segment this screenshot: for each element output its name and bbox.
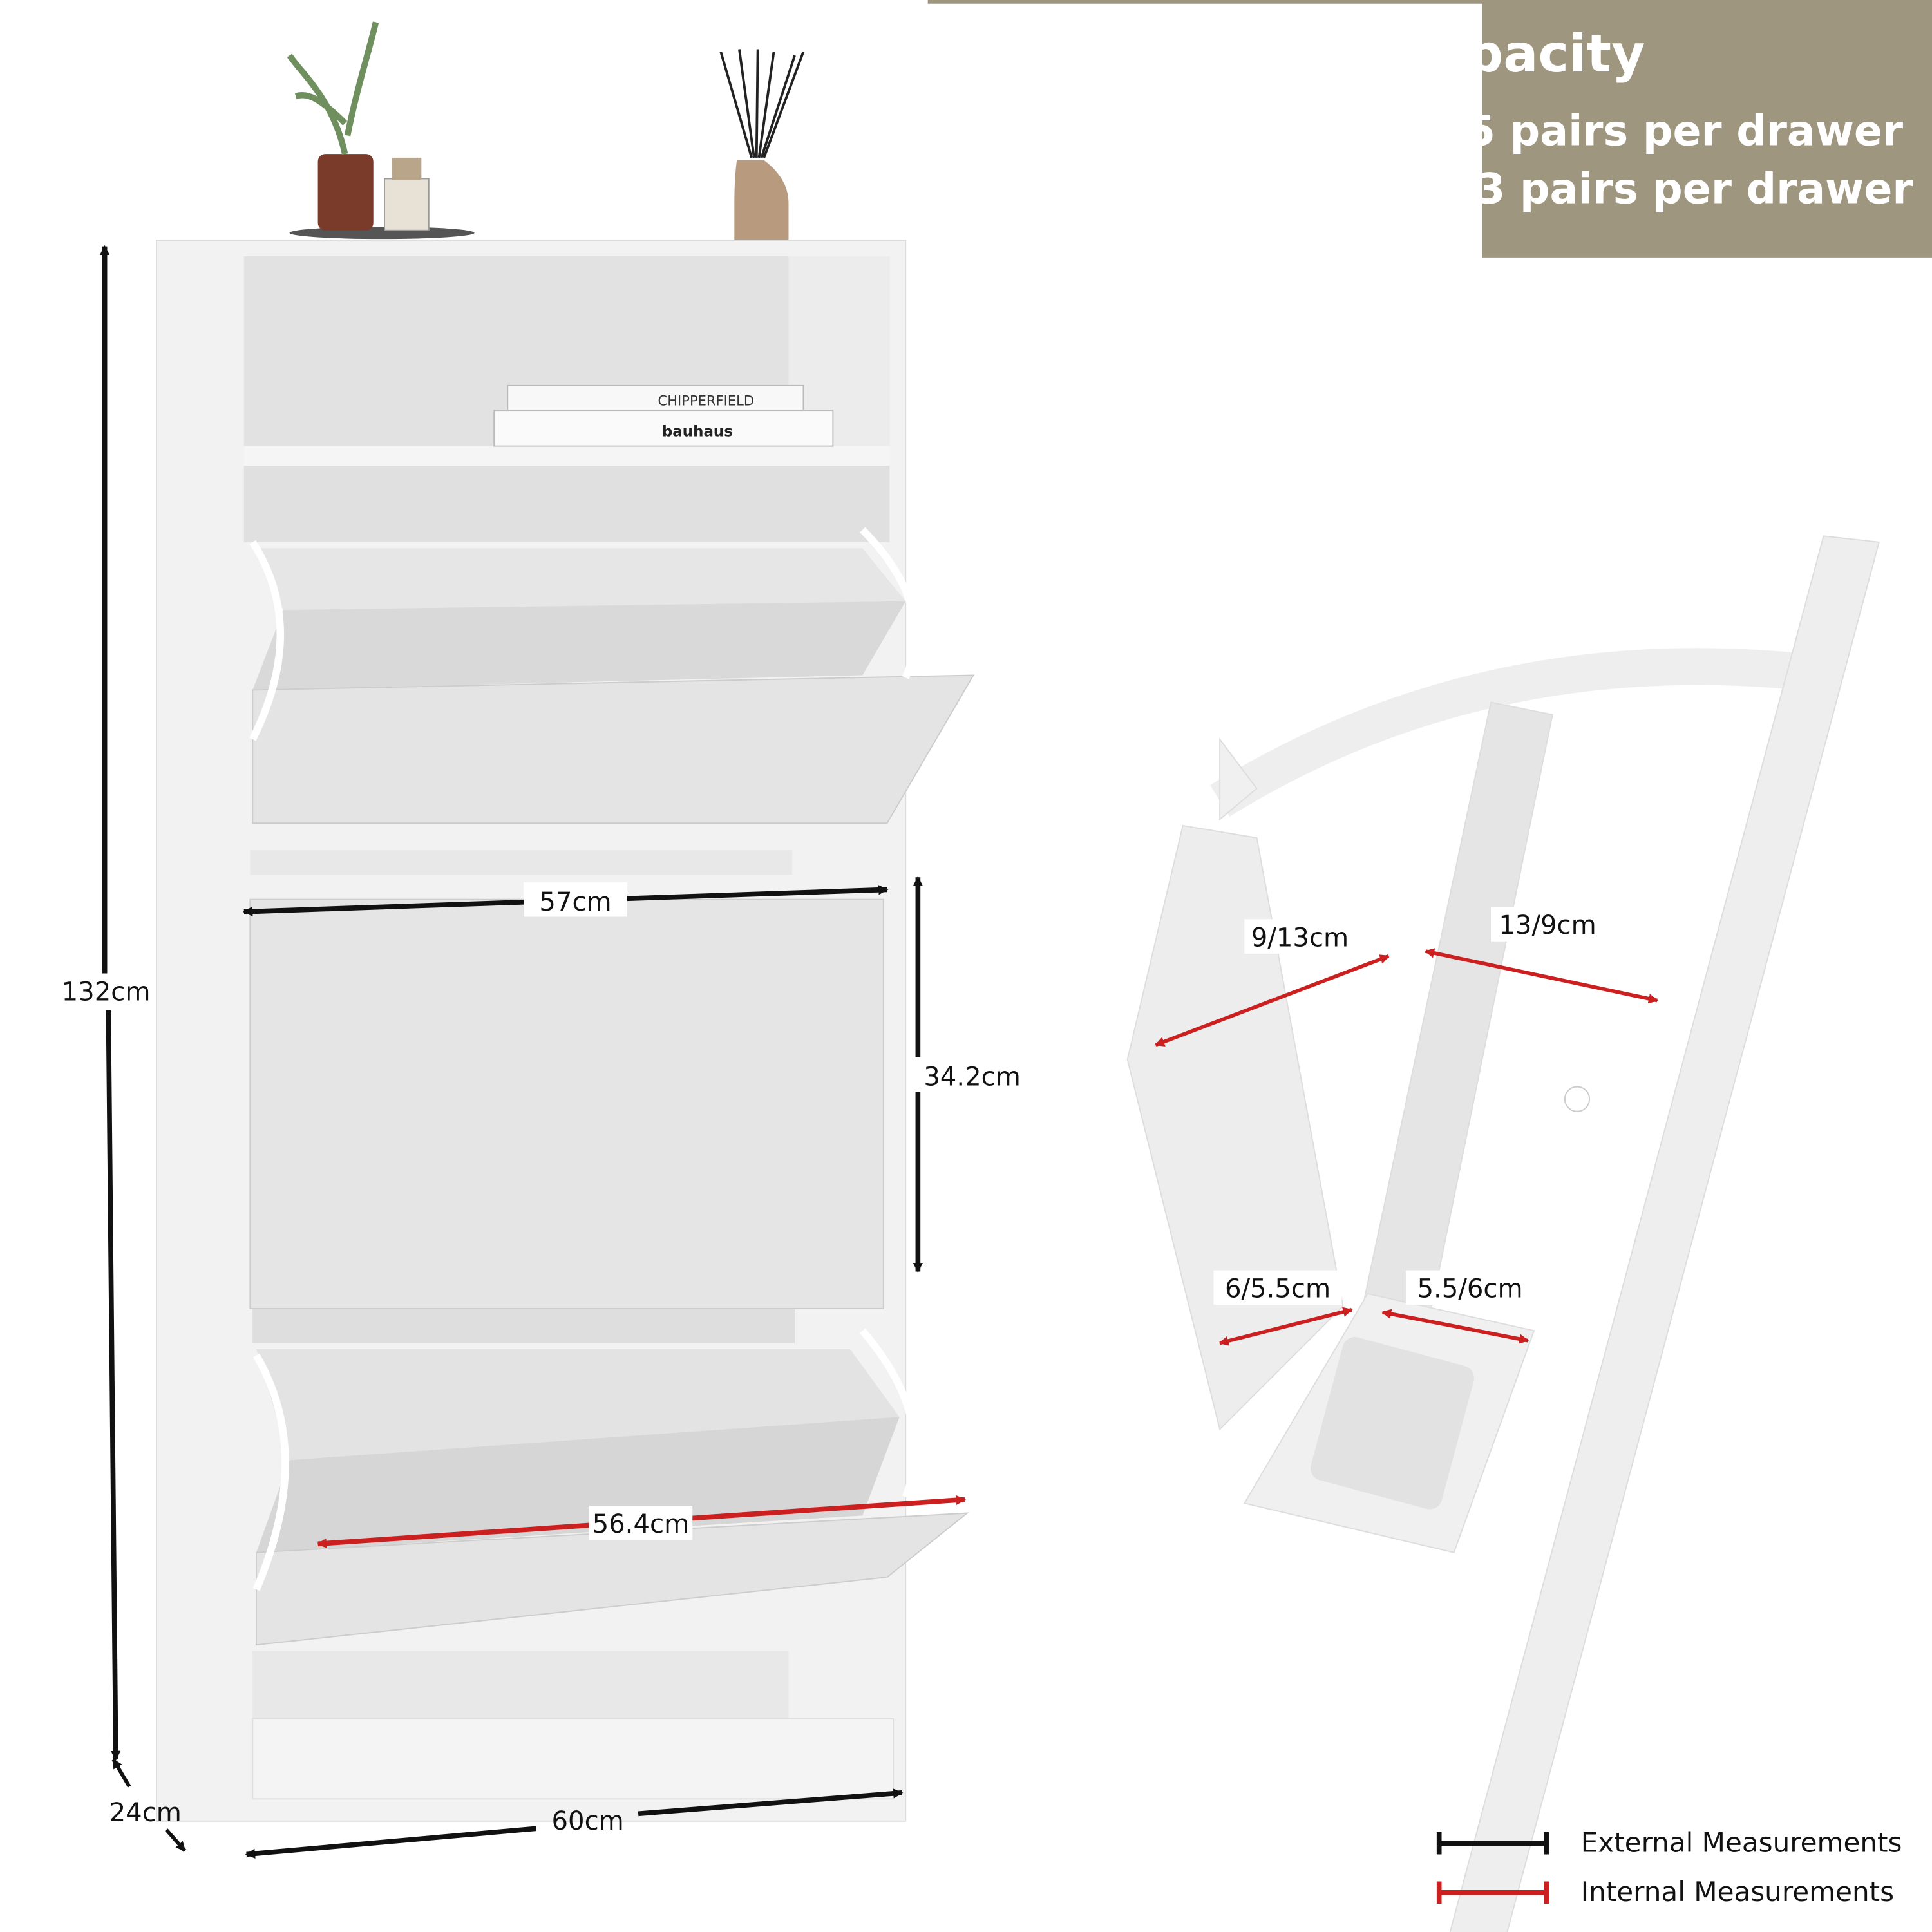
width-label: 60cm — [551, 1806, 623, 1836]
external-dimensions: 132cm 24cm 60cm 57cm 34.2cm — [62, 245, 1029, 1859]
drawer-side-detail — [1126, 535, 1880, 1932]
height-label: 132cm — [62, 978, 151, 1007]
capacity-banner: pacity 5 pairs per drawer 3 pairs per dr… — [927, 0, 1932, 258]
perfume-bottle — [383, 178, 430, 231]
diffuser-bottle — [734, 160, 789, 241]
drawer-width-label: 57cm — [539, 887, 611, 917]
book-top-title: CHIPPERFIELD — [658, 392, 754, 408]
book-bottom — [493, 410, 834, 447]
compartment-top-right-label: 13/9cm — [1499, 911, 1596, 940]
plant — [287, 21, 379, 155]
internal-dimensions: 56.4cm 9/13cm 13/9cm 6/5.5cm 5.5/6cm — [316, 907, 1659, 1549]
legend: External Measurements Internal Measureme… — [1436, 1827, 1902, 1908]
plant-vase — [317, 154, 374, 231]
book-bottom-title: bauhaus — [662, 423, 733, 440]
perfume-cap — [392, 157, 422, 180]
legend-internal-icon — [1436, 1881, 1549, 1904]
legend-external-label: External Measurements — [1581, 1827, 1902, 1859]
depth-label: 24cm — [109, 1798, 182, 1828]
tray — [289, 227, 475, 240]
banner-box — [1482, 0, 1932, 258]
compartment-bottom-right-label: 5.5/6cm — [1417, 1274, 1522, 1304]
banner-line-1: 5 pairs per drawer — [1466, 108, 1903, 156]
compartment-top-left-label: 9/13cm — [1251, 923, 1349, 952]
drawer-1-cavity — [243, 466, 890, 542]
book-top — [507, 384, 804, 412]
drawer-internal-width-label: 56.4cm — [592, 1510, 690, 1539]
legend-internal-label: Internal Measurements — [1581, 1876, 1894, 1908]
compartment-bottom-left-label: 6/5.5cm — [1225, 1274, 1331, 1304]
drawer-height-label: 34.2cm — [923, 1063, 1021, 1092]
banner-line-2: 3 pairs per drawer — [1476, 166, 1913, 214]
top-decor — [287, 21, 805, 241]
shoe-cabinet: CHIPPERFIELD bauhaus — [156, 240, 975, 1822]
cabinet-base — [252, 1718, 895, 1800]
drawer-1-open[interactable] — [249, 527, 975, 824]
diffuser-reeds — [719, 49, 805, 158]
banner-strip — [927, 0, 1482, 4]
legend-external-icon — [1436, 1832, 1549, 1855]
banner-title: pacity — [1466, 23, 1645, 84]
drawer-2-closed[interactable] — [249, 898, 884, 1309]
